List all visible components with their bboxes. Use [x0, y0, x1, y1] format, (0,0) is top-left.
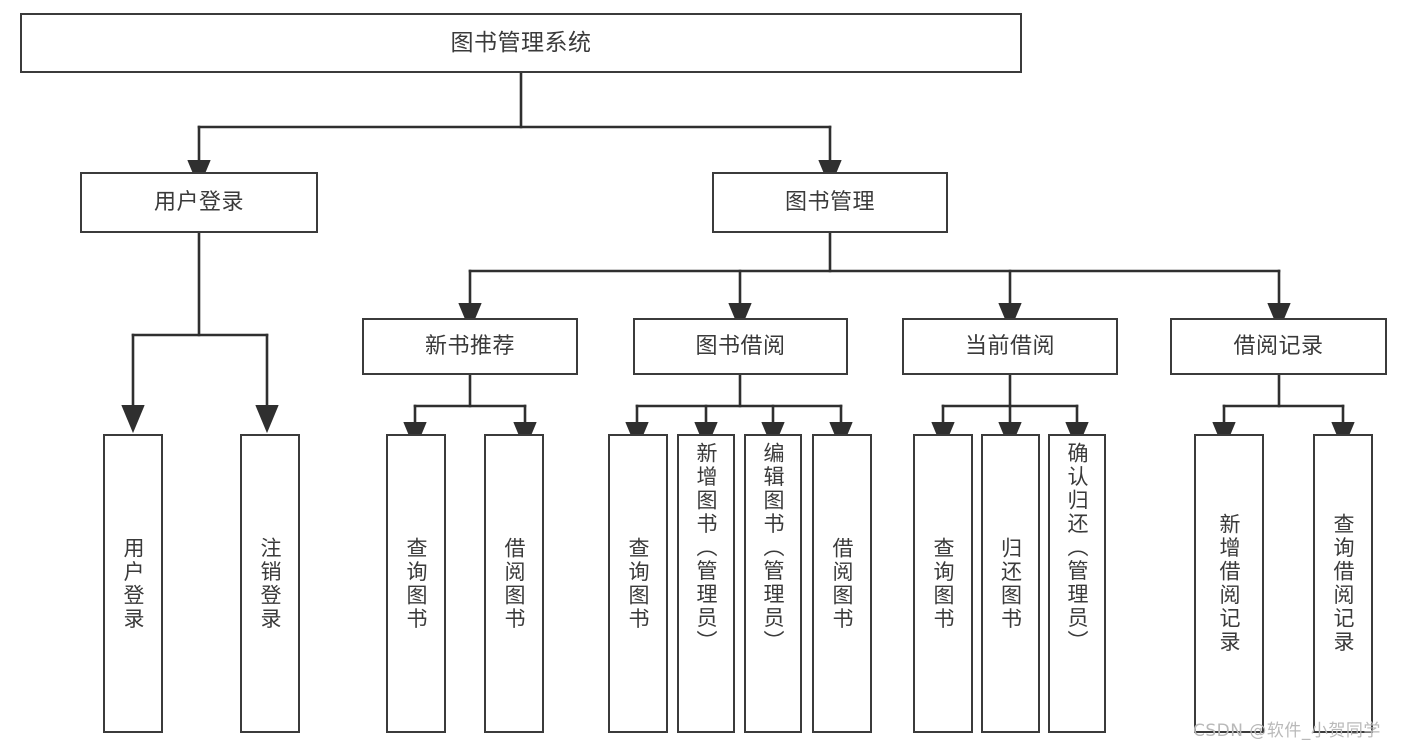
leaf-query-book-borrow[interactable]: 查询图书 — [608, 434, 668, 733]
node-label: 借阅图书 — [830, 536, 855, 631]
node-label: 确认归还（管理员） — [1065, 442, 1090, 654]
node-label: 查询图书 — [404, 536, 429, 631]
leaf-confirm-return-admin[interactable]: 确认归还（管理员） — [1048, 434, 1106, 733]
leaf-borrow-book-recommend[interactable]: 借阅图书 — [484, 434, 544, 733]
node-label: 借阅记录 — [1233, 333, 1324, 359]
leaf-user-login[interactable]: 用户登录 — [103, 434, 163, 733]
node-label: 借阅图书 — [502, 536, 527, 631]
node-label: 查询图书 — [931, 536, 956, 631]
leaf-logout[interactable]: 注销登录 — [240, 434, 300, 733]
leaf-query-book-current[interactable]: 查询图书 — [913, 434, 973, 733]
node-label: 归还图书 — [998, 536, 1023, 631]
leaf-return-book[interactable]: 归还图书 — [981, 434, 1040, 733]
leaf-add-borrow-record[interactable]: 新增借阅记录 — [1194, 434, 1264, 733]
leaf-edit-book-admin[interactable]: 编辑图书（管理员） — [744, 434, 802, 733]
node-label: 新增借阅记录 — [1217, 513, 1242, 654]
node-new-book-recommend[interactable]: 新书推荐 — [362, 318, 578, 375]
node-label: 用户登录 — [121, 536, 146, 631]
node-label: 编辑图书（管理员） — [761, 442, 786, 654]
node-label: 新书推荐 — [424, 333, 515, 359]
node-label: 新增图书（管理员） — [694, 442, 719, 654]
node-label: 查询借阅记录 — [1331, 513, 1356, 654]
leaf-query-borrow-record[interactable]: 查询借阅记录 — [1313, 434, 1373, 733]
node-label: 查询图书 — [626, 536, 651, 631]
node-book-borrow[interactable]: 图书借阅 — [633, 318, 848, 375]
node-label: 图书借阅 — [695, 333, 786, 359]
node-book-management[interactable]: 图书管理 — [712, 172, 948, 233]
leaf-borrow-book-borrow[interactable]: 借阅图书 — [812, 434, 872, 733]
node-current-borrow[interactable]: 当前借阅 — [902, 318, 1118, 375]
leaf-query-book-recommend[interactable]: 查询图书 — [386, 434, 446, 733]
node-label: 用户登录 — [153, 189, 244, 215]
node-borrow-record[interactable]: 借阅记录 — [1170, 318, 1387, 375]
node-label: 当前借阅 — [964, 333, 1055, 359]
node-label: 图书管理系统 — [450, 29, 592, 56]
csdn-watermark: CSDN @软件_小贺同学 — [1193, 721, 1381, 741]
node-label: 注销登录 — [258, 536, 283, 631]
node-label: 图书管理 — [784, 189, 875, 215]
node-root-system[interactable]: 图书管理系统 — [20, 13, 1022, 73]
node-user-login[interactable]: 用户登录 — [80, 172, 318, 233]
leaf-add-book-admin[interactable]: 新增图书（管理员） — [677, 434, 735, 733]
